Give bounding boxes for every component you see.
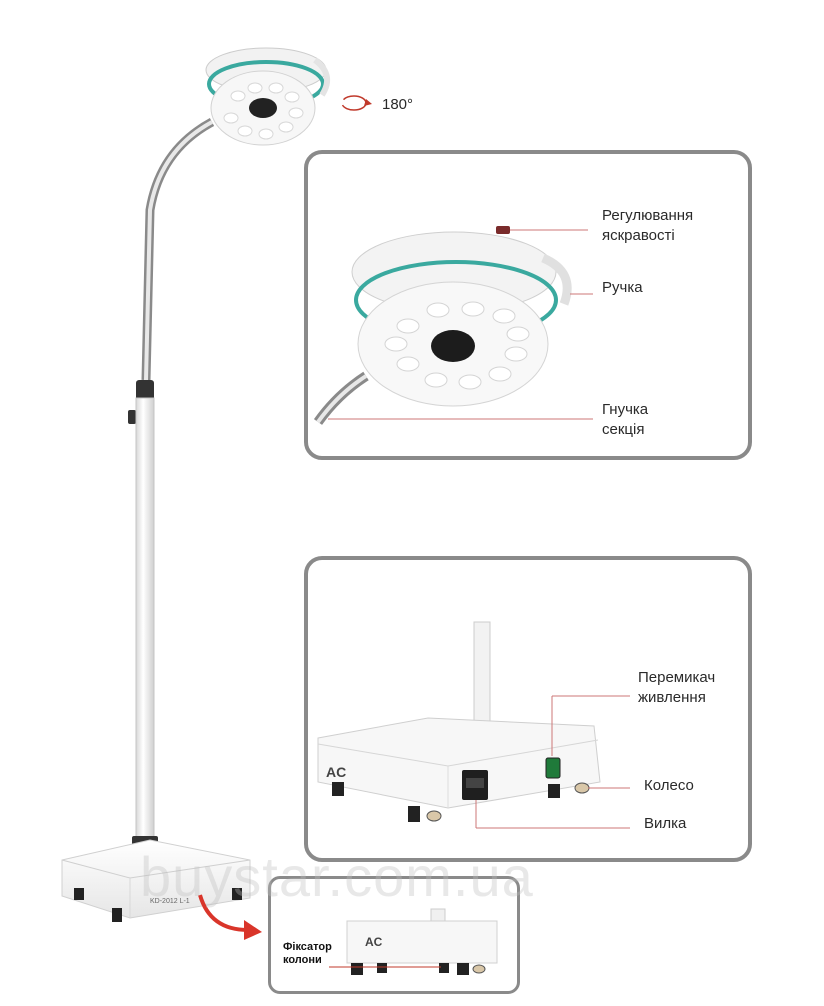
gooseneck [141, 118, 215, 381]
watermark: buystar.com.ua [140, 845, 534, 908]
lamp-head-closeup [313, 226, 593, 425]
label-column-lock: Фіксатор колони [283, 941, 332, 966]
rotation-label: 180° [382, 96, 414, 113]
label-brightness: Регулювання яскравості [602, 207, 694, 244]
base-model-text: KD-2012 L-1 [150, 898, 190, 905]
detail-panel-lamp: Регулювання яскравості Ручка Гнучка секц… [304, 150, 752, 460]
rotation-arrow-icon [341, 95, 372, 111]
lamp-pole [135, 397, 155, 839]
base-closeup [317, 621, 630, 829]
label-power-switch: Перемикач живлення [638, 669, 716, 706]
label-plug: Вилка [644, 815, 687, 832]
pointer-arrow-icon [198, 894, 249, 932]
column-lock-closeup [329, 908, 498, 975]
inset-base-marking: AC [365, 935, 383, 949]
inset-panel-column-lock: AC Фіксатор колони [268, 876, 520, 994]
label-flexible: Гнучка секція [602, 401, 649, 438]
label-handle: Ручка [602, 279, 643, 296]
base-marking: AC [326, 764, 347, 780]
detail-panel-base: AC Перемикач живлення Колесо Вилка [304, 556, 752, 862]
label-wheel: Колесо [644, 777, 694, 794]
lamp-head [205, 47, 331, 146]
